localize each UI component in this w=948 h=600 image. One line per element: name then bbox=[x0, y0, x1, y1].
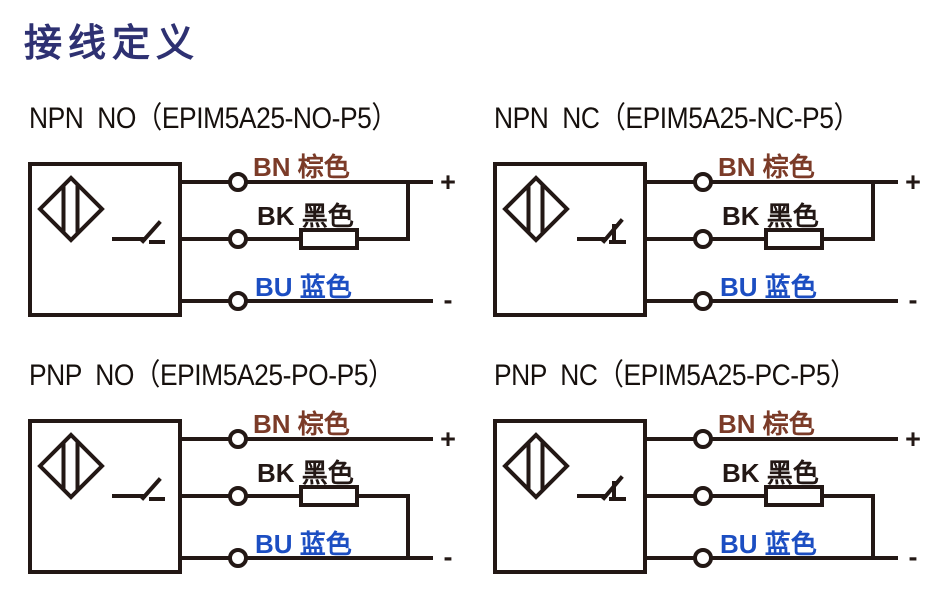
bn-connector bbox=[228, 172, 248, 192]
sensor-diamond-icon bbox=[502, 432, 570, 500]
load-resistor bbox=[764, 228, 824, 250]
wiring-diagram-pnp-no: PNP NO（EPIM5A25-PO-P5） bbox=[0, 350, 475, 590]
terminal-minus: - bbox=[909, 542, 918, 572]
wire-label-bu: BU 蓝色 bbox=[720, 529, 817, 559]
diagram-header: NPN NO（EPIM5A25-NO-P5） bbox=[29, 102, 398, 135]
terminal-plus: + bbox=[905, 424, 921, 454]
sensor-diamond-icon bbox=[502, 175, 570, 243]
terminal-plus: + bbox=[440, 424, 456, 454]
sensor-box bbox=[493, 162, 647, 317]
wire-label-bn: BN 棕色 bbox=[718, 152, 815, 182]
bu-connector bbox=[693, 291, 713, 311]
terminal-minus: - bbox=[444, 285, 453, 315]
wire-label-bn: BN 棕色 bbox=[718, 409, 815, 439]
switch-lever bbox=[140, 477, 162, 501]
wiring-diagram-npn-nc: NPN NC（EPIM5A25-NC-P5） bbox=[465, 93, 940, 333]
terminal-minus: - bbox=[444, 542, 453, 572]
wire-label-bk: BK 黑色 bbox=[722, 458, 819, 488]
wire-label-bu: BU 蓝色 bbox=[255, 272, 352, 302]
schematic-svg: BN 棕色 BK 黑色 BU 蓝色 + - bbox=[493, 152, 921, 317]
sensor-diamond-icon bbox=[37, 432, 105, 500]
wire-label-bk: BK 黑色 bbox=[257, 458, 354, 488]
wiring-diagram-npn-no: NPN NO（EPIM5A25-NO-P5） bbox=[0, 93, 475, 333]
sensor-box bbox=[28, 162, 182, 317]
bk-connector bbox=[693, 486, 713, 506]
bn-connector bbox=[228, 429, 248, 449]
wire-label-bk: BK 黑色 bbox=[722, 201, 819, 231]
bu-connector bbox=[693, 548, 713, 568]
switch-nc-icon bbox=[577, 218, 626, 244]
wiring-diagram-pnp-nc: PNP NC（EPIM5A25-PC-P5） bbox=[465, 350, 940, 590]
switch-no-icon bbox=[112, 220, 165, 244]
bu-connector bbox=[228, 548, 248, 568]
load-resistor bbox=[299, 485, 359, 507]
terminal-plus: + bbox=[440, 167, 456, 197]
bk-connector bbox=[228, 229, 248, 249]
switch-lever bbox=[140, 220, 162, 244]
wire-label-bn: BN 棕色 bbox=[253, 152, 350, 182]
sensor-box bbox=[28, 419, 182, 574]
page-title: 接线定义 bbox=[24, 23, 201, 65]
sensor-diamond-icon bbox=[37, 175, 105, 243]
sensor-box bbox=[493, 419, 647, 574]
switch-no-icon bbox=[112, 477, 165, 501]
load-resistor bbox=[299, 228, 359, 250]
bn-connector bbox=[693, 429, 713, 449]
diagram-header: NPN NC（EPIM5A25-NC-P5） bbox=[494, 102, 860, 135]
diagram-header: PNP NC（EPIM5A25-PC-P5） bbox=[494, 359, 857, 392]
schematic-svg: BN 棕色 BK 黑色 BU 蓝色 + - bbox=[28, 409, 456, 574]
wire-label-bu: BU 蓝色 bbox=[255, 529, 352, 559]
bu-connector bbox=[228, 291, 248, 311]
bk-connector bbox=[693, 229, 713, 249]
load-resistor bbox=[764, 485, 824, 507]
wire-label-bk: BK 黑色 bbox=[257, 201, 354, 231]
bk-connector bbox=[228, 486, 248, 506]
schematic-svg: BN 棕色 BK 黑色 BU 蓝色 + - bbox=[493, 409, 921, 574]
diagram-header: PNP NO（EPIM5A25-PO-P5） bbox=[29, 359, 394, 392]
terminal-plus: + bbox=[905, 167, 921, 197]
wire-label-bn: BN 棕色 bbox=[253, 409, 350, 439]
switch-nc-icon bbox=[577, 475, 626, 501]
wire-label-bu: BU 蓝色 bbox=[720, 272, 817, 302]
bn-connector bbox=[693, 172, 713, 192]
terminal-minus: - bbox=[909, 285, 918, 315]
schematic-svg: BN 棕色 BK 黑色 BU 蓝色 + - bbox=[28, 152, 456, 317]
